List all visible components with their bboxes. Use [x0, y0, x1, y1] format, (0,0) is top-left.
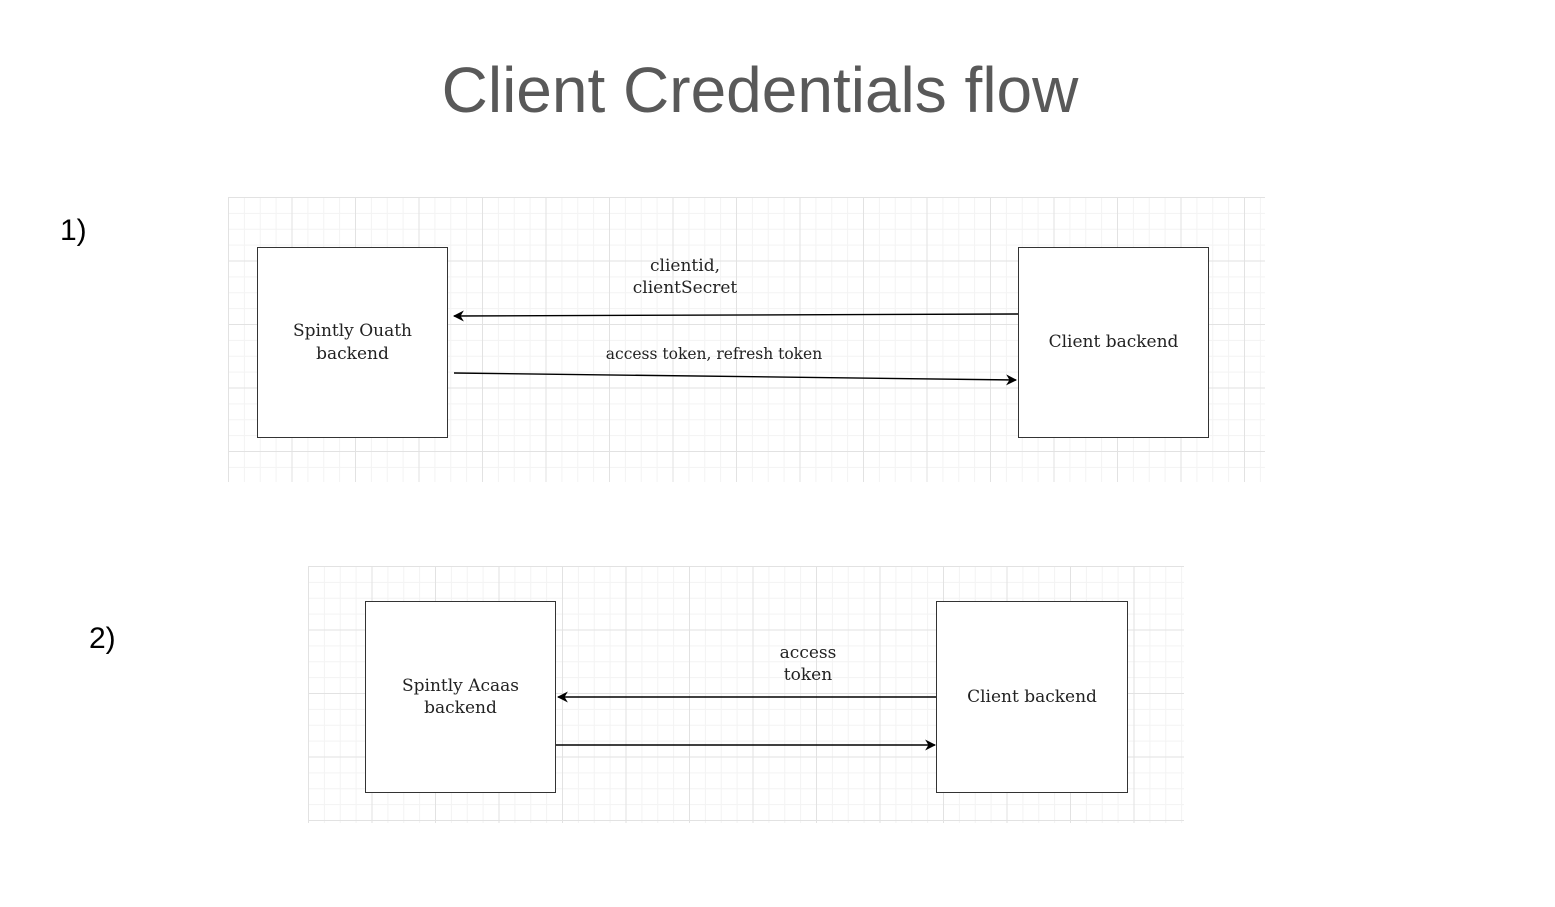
- step-1-number: 1): [60, 214, 87, 247]
- diagram-step-2: Spintly Acaas backend Client backend acc…: [308, 566, 1184, 823]
- request-arrow: [452, 310, 1019, 322]
- request-label: access token: [779, 643, 837, 686]
- arrows-step-1: [452, 310, 1019, 386]
- slide-title: Client Credentials flow: [441, 54, 1079, 126]
- response-arrow: [453, 372, 1018, 386]
- step-2-number: 2): [89, 622, 116, 655]
- request-label: clientid, clientSecret: [632, 256, 738, 299]
- diagram-step-1: Spintly Ouath backend Client backend cli…: [228, 197, 1265, 482]
- spintly-oauth-backend-node: Spintly Ouath backend: [257, 247, 448, 438]
- client-backend-node: Client backend: [936, 601, 1128, 793]
- arrows-step-2: [556, 691, 937, 751]
- client-backend-node: Client backend: [1018, 247, 1209, 438]
- response-label: access token, refresh token: [605, 345, 823, 363]
- spintly-acaas-backend-node: Spintly Acaas backend: [365, 601, 556, 793]
